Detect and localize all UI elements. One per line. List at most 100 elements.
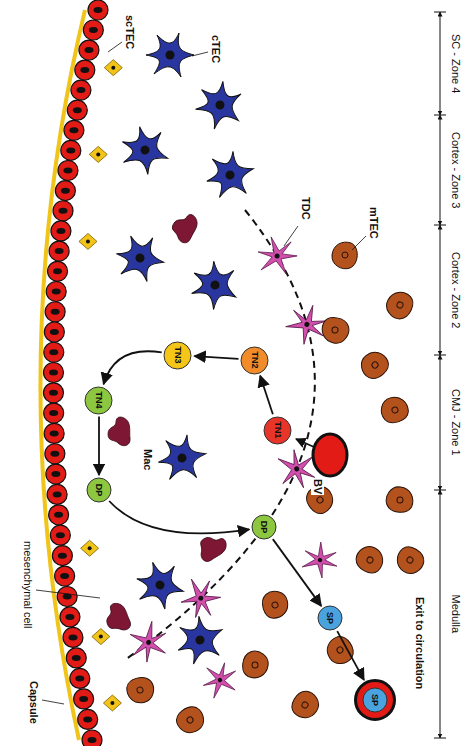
mtec-cell <box>124 674 157 706</box>
thymocyte-node: TN3 <box>164 341 193 370</box>
cell-circle <box>242 347 269 374</box>
sctec-cell <box>63 627 83 647</box>
sctec-cell <box>53 201 73 221</box>
zone-header: Cortex - Zone 2 <box>449 252 462 328</box>
node-label: DP <box>259 521 269 534</box>
migration-arrow <box>109 501 249 533</box>
zone-header: Medulla <box>449 595 462 634</box>
cell-circle <box>363 688 387 712</box>
sctec-cell <box>44 403 64 423</box>
sctec-cell <box>74 689 94 709</box>
zone-header: Cortex - Zone 3 <box>449 132 462 208</box>
cell-label: scTEC <box>123 14 136 50</box>
sctec-cell <box>55 566 75 586</box>
exit-label: Exit to circulation <box>413 596 426 690</box>
cell-circle <box>252 515 276 539</box>
sctec-cell <box>79 40 99 60</box>
mtec-cell <box>352 542 387 576</box>
mtec-cell <box>242 650 269 678</box>
sctec-cell <box>47 484 67 504</box>
mesenchymal-cell <box>81 540 99 556</box>
cell-label: cTEC <box>209 34 222 64</box>
mtec-cell <box>321 316 350 344</box>
ctec-cell <box>115 121 175 179</box>
cell-label: mTEC <box>367 206 380 240</box>
thymic-dendritic-cell <box>197 656 244 702</box>
ctec-cell <box>155 432 210 484</box>
sctec-cell <box>58 160 78 180</box>
thymocyte-node: DP <box>86 477 112 503</box>
mesenchymal-cell <box>79 233 97 249</box>
bv-arrow <box>296 439 314 447</box>
ctec-cell <box>187 73 252 138</box>
cell-label: TDC <box>299 196 312 221</box>
node-label: DP <box>94 484 104 497</box>
mesenchymal-cell <box>92 629 110 645</box>
cell-circle <box>87 478 111 502</box>
ctec-cell <box>146 33 194 77</box>
ctec-cell <box>201 148 259 203</box>
sctec-cell <box>55 181 75 201</box>
node-label: TN2 <box>250 351 260 368</box>
mtec-cell <box>392 543 428 578</box>
zone-header: CMJ - Zone 1 <box>449 389 462 456</box>
sctec-cell <box>44 423 64 443</box>
structure-label: BV <box>311 478 324 495</box>
sctec-cell <box>43 383 63 403</box>
cell-circle <box>165 342 192 369</box>
structure-label: Capsule <box>27 680 40 725</box>
mtec-cell <box>288 687 323 722</box>
cell-circle <box>318 606 342 630</box>
node-label: TN3 <box>173 346 183 363</box>
sctec-cell <box>82 730 102 746</box>
migration-arrow <box>337 631 364 680</box>
mtec-cell <box>383 288 417 322</box>
mtec-cell <box>332 242 357 269</box>
node-label: TN4 <box>94 391 104 408</box>
node-label: SP <box>370 694 380 706</box>
migration-arrow <box>104 351 162 384</box>
cell-layer <box>43 0 428 746</box>
sctec-cell <box>49 505 69 525</box>
mtec-cell <box>172 702 209 739</box>
thymic-dendritic-cell <box>122 616 176 669</box>
cell-label: Mac <box>141 448 154 471</box>
thymic-dendritic-cell <box>298 538 342 581</box>
sctec-cell <box>75 60 95 80</box>
sctec-cell <box>78 709 98 729</box>
sctec-cell <box>44 342 64 362</box>
thymocyte-node: TN2 <box>241 346 270 375</box>
sctec-cell <box>44 363 64 383</box>
sctec-cell <box>70 668 90 688</box>
sctec-cell <box>61 140 81 160</box>
node-label: SP <box>325 612 335 624</box>
migration-arrow <box>260 376 273 415</box>
sctec-cell <box>60 607 80 627</box>
mtec-cell <box>259 588 292 621</box>
cell-label: mesenchymal cell <box>21 540 34 629</box>
zone-header: SC - Zone 4 <box>449 34 462 93</box>
mesenchymal-cell <box>89 146 107 162</box>
thymocyte-node: SP <box>317 605 343 631</box>
sctec-cell <box>57 586 77 606</box>
ctec-cell <box>131 558 189 613</box>
ctec-cell <box>113 232 168 284</box>
sctec-cell <box>48 261 68 281</box>
sctec-cell <box>66 648 86 668</box>
sctec-cell <box>67 100 87 120</box>
macrophage <box>194 530 230 563</box>
sctec-cell <box>49 241 69 261</box>
thymic-dendritic-cell <box>258 237 297 274</box>
zone-arrows <box>434 12 446 738</box>
ctec-cell <box>183 254 247 316</box>
thymic-dendritic-cell <box>178 575 224 622</box>
macrophage <box>102 600 133 635</box>
sctec-cell <box>46 282 66 302</box>
cmj-boundary <box>125 210 315 660</box>
sctec-cell <box>45 302 65 322</box>
migration-arrow <box>98 417 100 476</box>
mtec-cell <box>386 486 414 512</box>
macrophage <box>168 209 201 245</box>
